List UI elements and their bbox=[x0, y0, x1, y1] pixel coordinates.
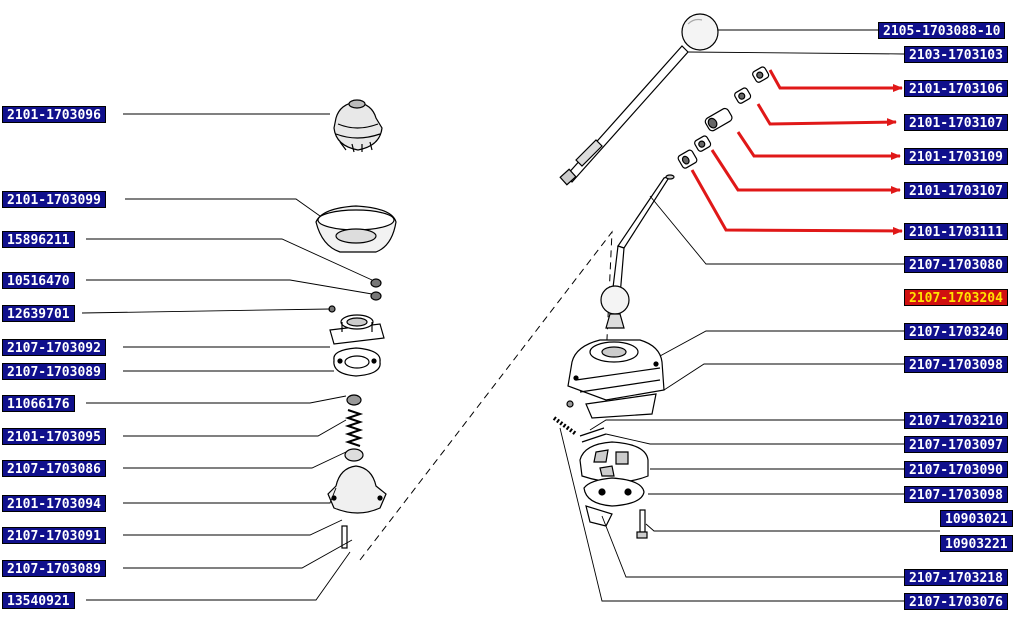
part-label-right-3[interactable]: 2101-1703106 bbox=[904, 80, 1008, 97]
part-label-left-14[interactable]: 13540921 bbox=[2, 592, 75, 609]
ball-sleeve-part bbox=[344, 448, 364, 462]
part-label-right-14[interactable]: 2107-1703090 bbox=[904, 461, 1008, 478]
pin-part bbox=[341, 525, 348, 549]
part-label-right-16[interactable]: 10903021 bbox=[940, 510, 1013, 527]
part-label-left-2[interactable]: 2101-1703099 bbox=[2, 191, 106, 208]
lower-lever-part bbox=[600, 174, 675, 329]
gasket-part bbox=[333, 347, 381, 377]
spring-part bbox=[344, 394, 364, 447]
part-label-left-6[interactable]: 2107-1703092 bbox=[2, 339, 106, 356]
knob-part bbox=[681, 13, 719, 51]
part-label-left-1[interactable]: 2101-1703096 bbox=[2, 106, 106, 123]
part-label-left-13[interactable]: 2107-1703089 bbox=[2, 560, 106, 577]
part-label-right-19[interactable]: 2107-1703076 bbox=[904, 593, 1008, 610]
right-leader-lines bbox=[559, 29, 940, 602]
left-leader-lines bbox=[81, 113, 373, 601]
part-label-right-13[interactable]: 2107-1703097 bbox=[904, 436, 1008, 453]
part-label-right-18[interactable]: 2107-1703218 bbox=[904, 569, 1008, 586]
spring-pin-part bbox=[552, 416, 607, 443]
guide-plate-part bbox=[579, 441, 649, 527]
lever-housing-part bbox=[566, 339, 665, 419]
part-label-right-2[interactable]: 2103-1703103 bbox=[904, 46, 1008, 63]
arrow-1703111 bbox=[690, 169, 903, 235]
bushings-part bbox=[677, 66, 770, 169]
left-assembly bbox=[315, 99, 397, 549]
part-label-left-10[interactable]: 2107-1703086 bbox=[2, 460, 106, 477]
dust-cover-part bbox=[315, 205, 397, 253]
part-label-right-5[interactable]: 2101-1703109 bbox=[904, 148, 1008, 165]
lower-housing-part bbox=[327, 465, 387, 514]
red-arrows bbox=[690, 69, 903, 235]
part-label-right-8[interactable]: 2107-1703080 bbox=[904, 256, 1008, 273]
dashed-assembly-line bbox=[359, 230, 613, 561]
part-label-right-12[interactable]: 2107-1703210 bbox=[904, 412, 1008, 429]
bolt-part bbox=[636, 509, 648, 539]
arrow-1703106 bbox=[768, 69, 903, 92]
part-label-left-7[interactable]: 2107-1703089 bbox=[2, 363, 106, 380]
part-label-left-8[interactable]: 11066176 bbox=[2, 395, 75, 412]
part-label-right-15[interactable]: 2107-1703098 bbox=[904, 486, 1008, 503]
right-assembly bbox=[552, 13, 770, 539]
part-label-left-5[interactable]: 12639701 bbox=[2, 305, 75, 322]
part-label-right-10[interactable]: 2107-1703240 bbox=[904, 323, 1008, 340]
part-label-right-6[interactable]: 2101-1703107 bbox=[904, 182, 1008, 199]
part-label-right-7[interactable]: 2101-1703111 bbox=[904, 223, 1008, 240]
part-label-left-3[interactable]: 15896211 bbox=[2, 231, 75, 248]
part-label-left-11[interactable]: 2101-1703094 bbox=[2, 495, 106, 512]
part-label-highlighted[interactable]: 2107-1703204 bbox=[904, 289, 1008, 306]
part-label-right-4[interactable]: 2101-1703107 bbox=[904, 114, 1008, 131]
part-label-left-12[interactable]: 2107-1703091 bbox=[2, 527, 106, 544]
part-label-right-1[interactable]: 2105-1703088-10 bbox=[878, 22, 1006, 39]
upper-lever-part bbox=[559, 45, 689, 186]
part-label-left-4[interactable]: 10516470 bbox=[2, 272, 75, 289]
small-nuts-part bbox=[328, 278, 382, 313]
arrow-1703107-b bbox=[710, 149, 901, 194]
part-label-left-9[interactable]: 2101-1703095 bbox=[2, 428, 106, 445]
part-label-right-17[interactable]: 10903221 bbox=[940, 535, 1013, 552]
arrow-1703109 bbox=[736, 131, 901, 160]
part-label-right-11[interactable]: 2107-1703098 bbox=[904, 356, 1008, 373]
upper-flange-part bbox=[329, 314, 385, 345]
boot-cap-part bbox=[333, 99, 383, 153]
arrow-1703107-a bbox=[756, 103, 897, 127]
